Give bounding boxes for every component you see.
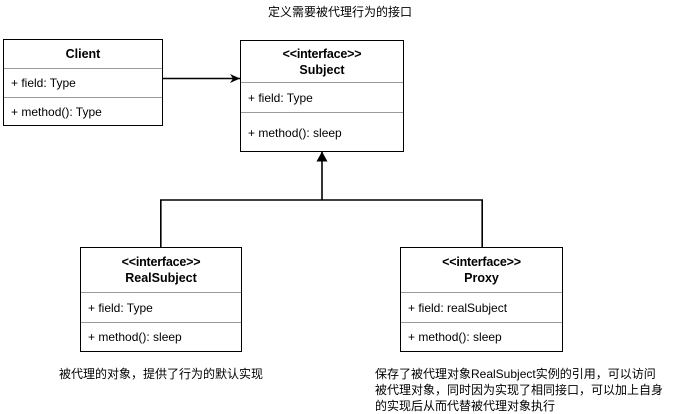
class-name-proxy: Proxy [464, 271, 499, 285]
class-name-subject: Subject [299, 62, 345, 77]
class-attribute-row: + field: Type [81, 293, 241, 323]
class-stereotype-subject: <<interface>> [282, 46, 362, 61]
class-name-client: Client [65, 47, 101, 61]
class-stereotype-realsubject: <<interface>> [121, 255, 201, 269]
class-attribute-row: + field: realSubject [401, 293, 562, 323]
class-box-client[interactable]: Client + field: Type + method(): Type [3, 39, 163, 126]
class-stereotype-proxy: <<interface>> [442, 255, 521, 269]
class-attribute-row: + field: Type [4, 69, 162, 98]
class-method-row: + method(): sleep [408, 330, 502, 344]
note-proxy: 保存了被代理对象RealSubject实例的引用，可以访问被代理对象，同时因为实… [375, 367, 664, 413]
class-box-realsubject[interactable]: <<interface>> RealSubject + field: Type … [80, 247, 242, 352]
class-box-subject[interactable]: <<interface>> Subject + field: Type + me… [240, 40, 404, 152]
class-header-proxy: <<interface>> Proxy [401, 248, 562, 293]
edge-realization-tree [160, 151, 484, 247]
class-header-subject: <<interface>> Subject [241, 41, 403, 83]
note-subject: 定义需要被代理行为的接口 [267, 5, 412, 19]
class-header-realsubject: <<interface>> RealSubject [81, 248, 241, 293]
class-method-row: + method(): sleep [248, 126, 342, 140]
note-realsubject: 被代理的对象，提供了行为的默认实现 [58, 367, 263, 381]
class-method-row: + method(): Type [11, 104, 102, 119]
class-attribute-row: + field: Type [241, 83, 403, 113]
class-box-proxy[interactable]: <<interface>> Proxy + field: realSubject… [400, 247, 563, 352]
class-header-client: Client [4, 40, 162, 69]
class-method-row: + method(): sleep [88, 330, 182, 344]
class-name-realsubject: RealSubject [125, 271, 197, 285]
